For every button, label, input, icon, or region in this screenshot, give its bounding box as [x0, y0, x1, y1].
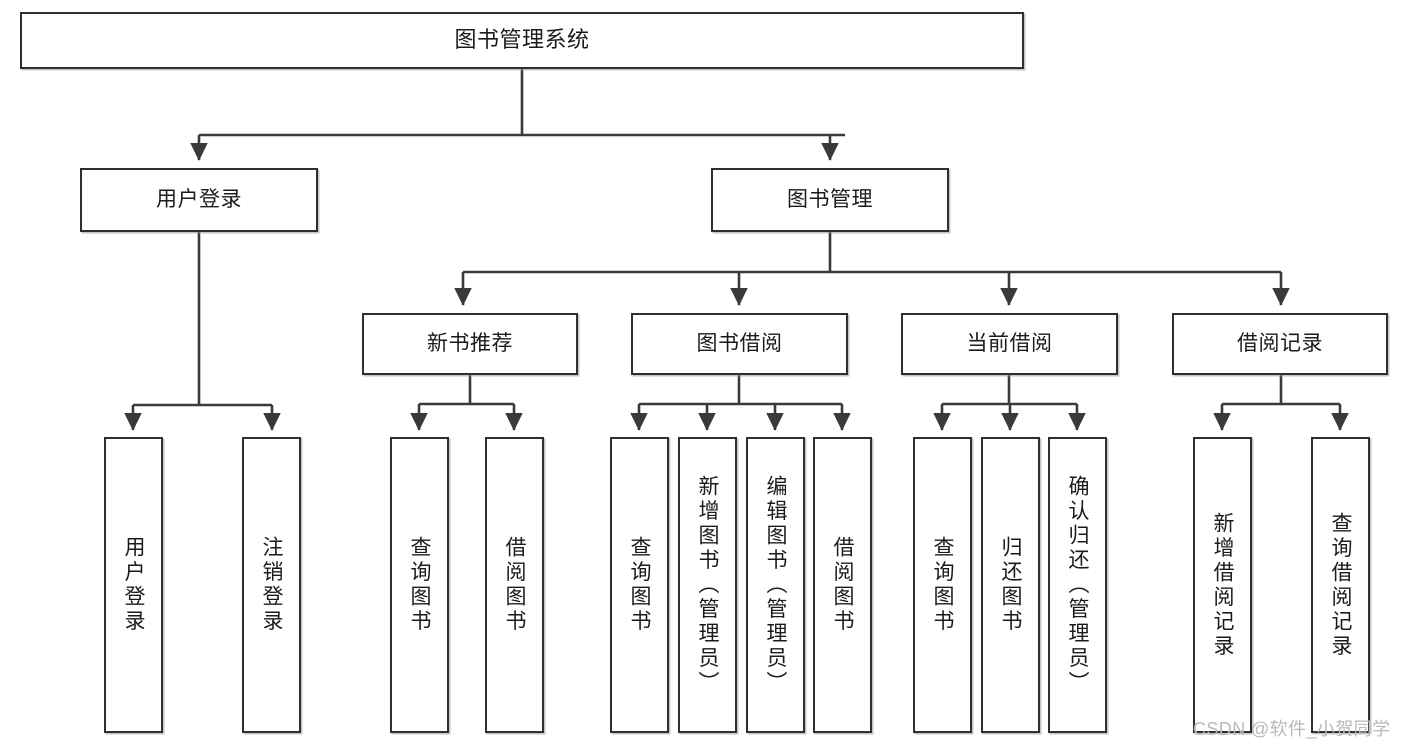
csdn-watermark: CSDN @软件_小贺同学 — [1193, 719, 1391, 739]
node-book-borrow-label: 图书借阅 — [696, 332, 783, 356]
node-book-borrow[interactable]: 图书借阅 — [631, 313, 848, 375]
leaf-label: 确认归还（管理员） — [1066, 474, 1089, 696]
leaf-label: 查询借阅记录 — [1329, 511, 1352, 659]
leaf-borrow-record-add[interactable]: 新增借阅记录 — [1193, 437, 1252, 733]
node-borrow-record[interactable]: 借阅记录 — [1172, 313, 1388, 375]
node-current-borrow[interactable]: 当前借阅 — [901, 313, 1118, 375]
leaf-book-borrow-add[interactable]: 新增图书（管理员） — [678, 437, 737, 733]
node-book-management-label: 图书管理 — [787, 188, 873, 212]
leaf-label: 查询图书 — [931, 536, 954, 634]
leaf-user-login-login[interactable]: 用户登录 — [104, 437, 163, 733]
node-user-login[interactable]: 用户登录 — [80, 168, 318, 232]
leaf-current-borrow-confirm[interactable]: 确认归还（管理员） — [1048, 437, 1107, 733]
leaf-label: 新增借阅记录 — [1211, 511, 1234, 659]
node-new-book-recommend[interactable]: 新书推荐 — [362, 313, 578, 375]
leaf-book-borrow-query[interactable]: 查询图书 — [610, 437, 669, 733]
leaf-label: 查询图书 — [628, 536, 651, 634]
leaf-current-borrow-query[interactable]: 查询图书 — [913, 437, 972, 733]
node-new-book-recommend-label: 新书推荐 — [427, 332, 513, 356]
node-user-login-label: 用户登录 — [156, 188, 242, 212]
leaf-label: 编辑图书（管理员） — [764, 474, 787, 696]
leaf-label: 注销登录 — [260, 536, 283, 634]
node-book-management[interactable]: 图书管理 — [711, 168, 949, 232]
leaf-borrow-record-query[interactable]: 查询借阅记录 — [1311, 437, 1370, 733]
node-borrow-record-label: 借阅记录 — [1237, 332, 1323, 356]
leaf-new-book-borrow[interactable]: 借阅图书 — [485, 437, 544, 733]
leaf-user-login-logout[interactable]: 注销登录 — [242, 437, 301, 733]
leaf-label: 借阅图书 — [831, 536, 854, 634]
leaf-label: 用户登录 — [122, 536, 145, 634]
node-current-borrow-label: 当前借阅 — [966, 332, 1053, 356]
leaf-book-borrow-edit[interactable]: 编辑图书（管理员） — [746, 437, 805, 733]
leaf-label: 归还图书 — [999, 536, 1022, 634]
leaf-label: 借阅图书 — [503, 536, 526, 634]
leaf-current-borrow-return[interactable]: 归还图书 — [981, 437, 1040, 733]
node-root-label: 图书管理系统 — [454, 27, 590, 53]
leaf-label: 新增图书（管理员） — [696, 474, 719, 696]
node-root[interactable]: 图书管理系统 — [20, 12, 1024, 69]
leaf-label: 查询图书 — [408, 536, 431, 634]
leaf-new-book-query[interactable]: 查询图书 — [390, 437, 449, 733]
leaf-book-borrow-borrow[interactable]: 借阅图书 — [813, 437, 872, 733]
